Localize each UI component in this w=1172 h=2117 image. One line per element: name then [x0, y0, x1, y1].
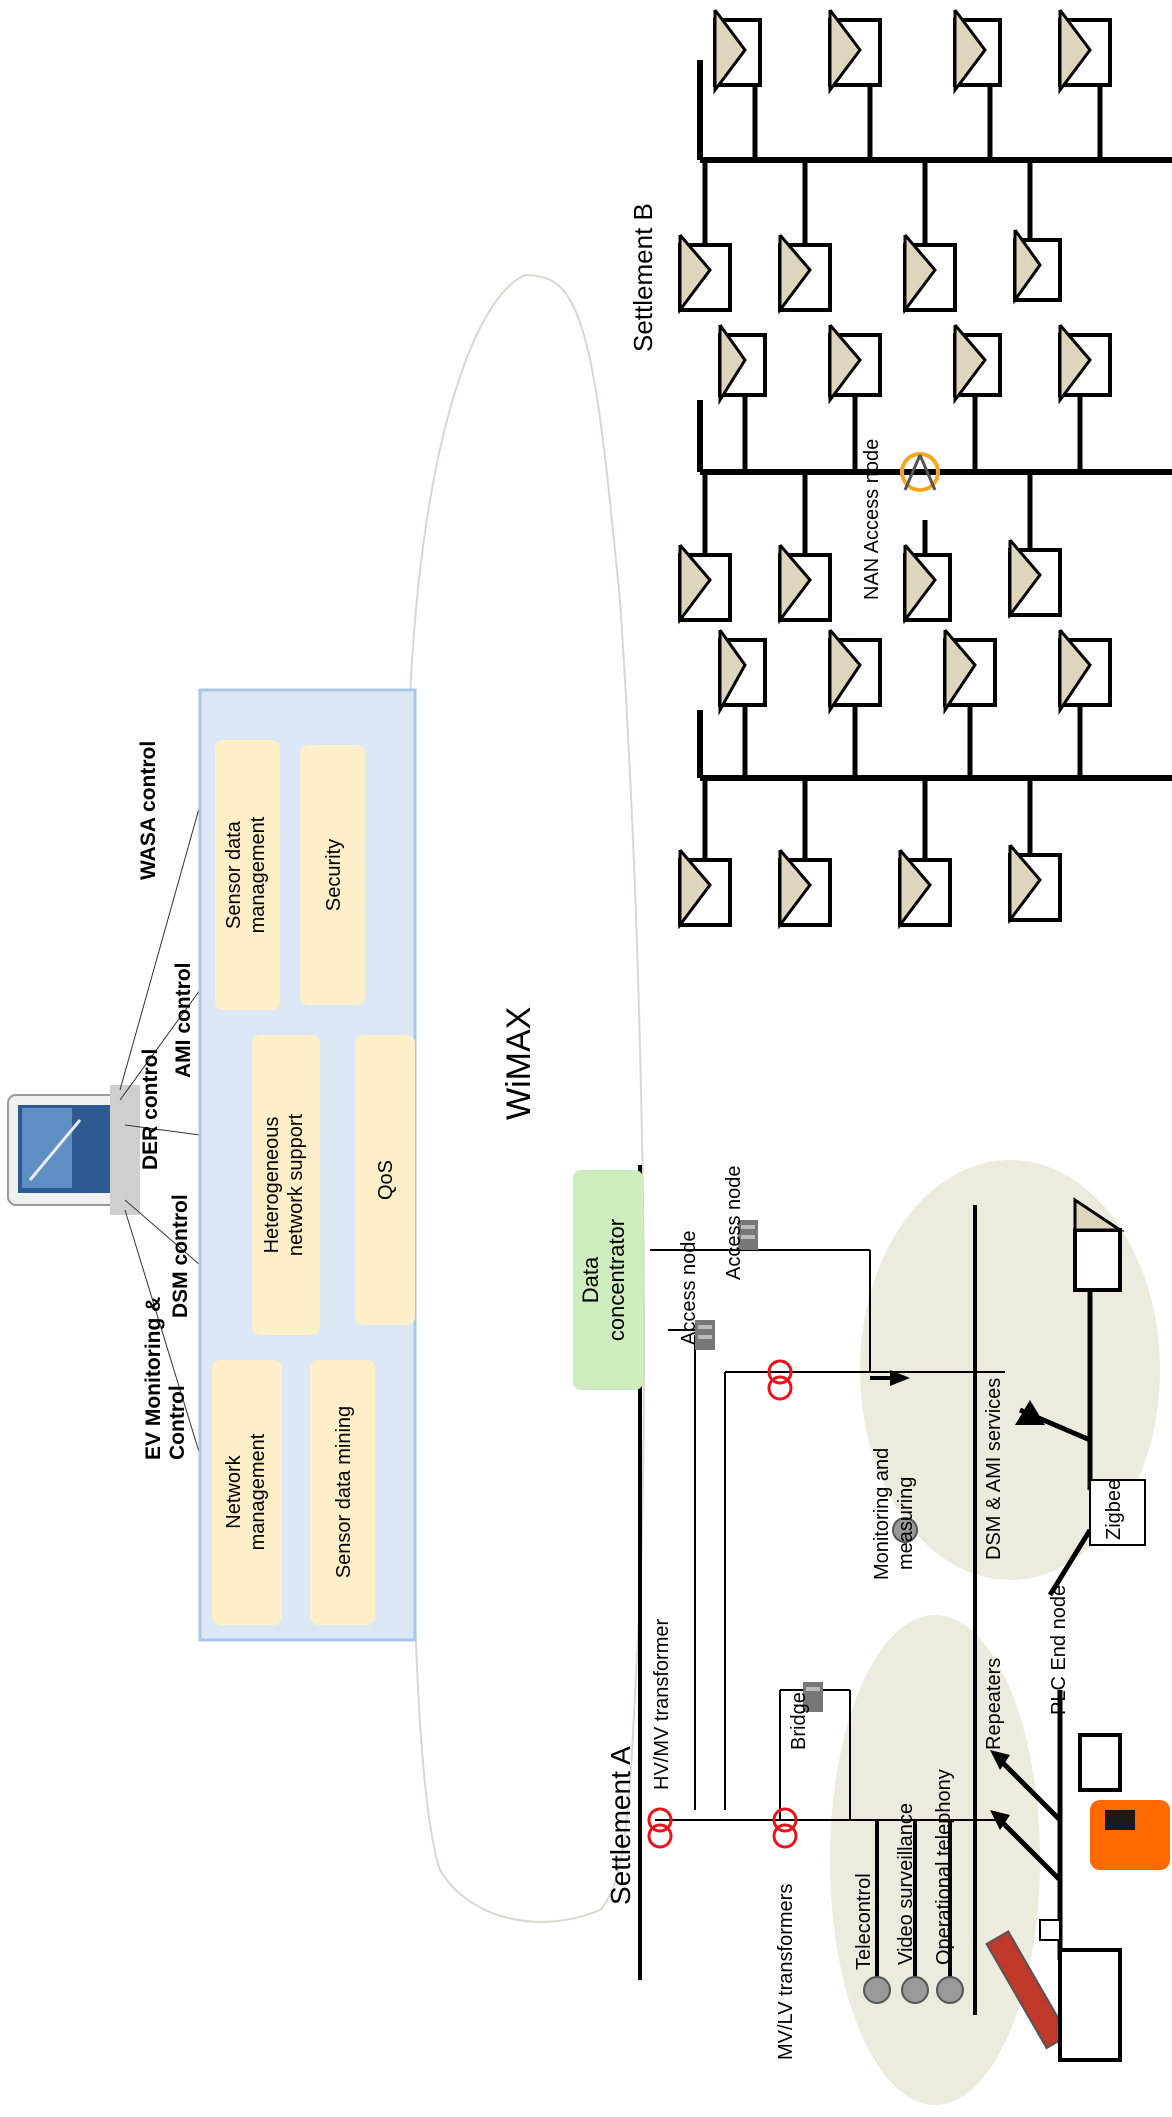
label-ev-monitoring: EV Monitoring &: [142, 1297, 165, 1460]
house-b-14: [780, 472, 830, 620]
data-concentrator-line1: Data: [578, 1256, 603, 1303]
operational-telephony-label: Operational telephony: [933, 1769, 955, 1965]
house-b-24: [1010, 778, 1060, 920]
bridge-label: Bridge: [788, 1692, 810, 1750]
telecontrol-device-icon: [864, 1977, 890, 2003]
house-b-3: [955, 10, 1000, 160]
house-b-18: [830, 630, 880, 778]
control-center: EV Monitoring & Control DSM control DER …: [8, 690, 415, 1640]
settlement-a: Settlement A Data: [573, 1160, 1170, 2105]
house-a2: [1080, 1735, 1120, 1790]
module-security-label: Security: [323, 839, 345, 911]
house-b-4: [1060, 10, 1110, 160]
house-b-5: [680, 160, 730, 310]
meter-box: [1040, 1920, 1060, 1940]
access-node-label-2: Access node: [723, 1165, 745, 1280]
house-b-17: [720, 630, 765, 778]
transformer-mv-lv: [774, 1809, 796, 1847]
house-b-20: [1060, 630, 1110, 778]
house-a3: [1075, 1230, 1120, 1290]
video-surveillance-label: Video surveillance: [895, 1803, 917, 1965]
module-qos-label: QoS: [375, 1160, 397, 1200]
transformer-top: [769, 1361, 791, 1399]
houses-b: [680, 10, 1110, 925]
house-b-7: [905, 160, 955, 310]
settlement-b-title: Settlement B: [628, 203, 658, 352]
house-b-13: [680, 472, 730, 620]
label-dsm-control: DSM control: [169, 1194, 192, 1318]
label-wasa-control: WASA control: [137, 741, 160, 880]
data-concentrator-line2: concentrator: [604, 1219, 629, 1341]
label-ev-control: Control: [166, 1385, 189, 1460]
telephony-device-icon: [937, 1977, 963, 2003]
monitoring-label-line2: measuring: [895, 1477, 917, 1570]
settlement-a-title: Settlement A: [605, 1746, 636, 1905]
wimax-label: WiMAX: [500, 1007, 538, 1120]
house-b-23: [900, 778, 950, 925]
house-b-12: [1060, 325, 1110, 472]
mv-lv-transformers-label: MV/LV transformers: [775, 1884, 797, 2060]
zigbee-label: Zigbee: [1103, 1479, 1125, 1540]
module-heterogeneous-line2: network support: [285, 1113, 307, 1256]
house-b-19: [945, 630, 995, 778]
transformer-hv-mv: [649, 1809, 671, 1847]
module-heterogeneous-line1: Heterogeneous: [261, 1117, 283, 1254]
corner-label: e: [0, 2080, 4, 2090]
telecontrol-label: Telecontrol: [853, 1873, 875, 1970]
repeaters-label: Repeaters: [983, 1658, 1005, 1750]
house-b-15: [905, 520, 950, 620]
monitor-icon: [8, 1085, 140, 1215]
settlement-b: Settlement B NAN Access node: [628, 10, 1172, 925]
house-a1: [1060, 1950, 1120, 2060]
nan-access-node-label: NAN Access node: [861, 439, 883, 600]
hv-mv-transformer-label: HV/MV transformer: [651, 1619, 673, 1790]
house-b-1: [715, 10, 760, 160]
house-b-6: [780, 160, 830, 310]
house-b-21: [680, 778, 730, 925]
access-node-label-1: Access node: [678, 1230, 700, 1345]
house-b-11: [955, 325, 1000, 472]
house-b-8: [1015, 160, 1060, 300]
monitoring-label-line1: Monitoring and: [871, 1448, 893, 1580]
house-b-16: [1010, 472, 1060, 615]
label-ami-control: AMI control: [172, 963, 195, 1079]
module-network-management-line1: Network: [223, 1454, 245, 1528]
module-sensor-data-management-line1: Sensor data: [223, 820, 245, 929]
house-b-22: [780, 778, 830, 925]
video-device-icon: [902, 1977, 928, 2003]
dsm-ami-services-label: DSM & AMI services: [983, 1378, 1005, 1560]
module-sensor-data-management-line2: management: [247, 816, 269, 933]
label-der-control: DER control: [139, 1049, 162, 1170]
module-sensor-data-mining-label: Sensor data mining: [333, 1406, 355, 1578]
house-b-2: [830, 10, 880, 160]
module-network-management-line2: management: [247, 1433, 269, 1550]
house-b-9: [720, 325, 765, 472]
